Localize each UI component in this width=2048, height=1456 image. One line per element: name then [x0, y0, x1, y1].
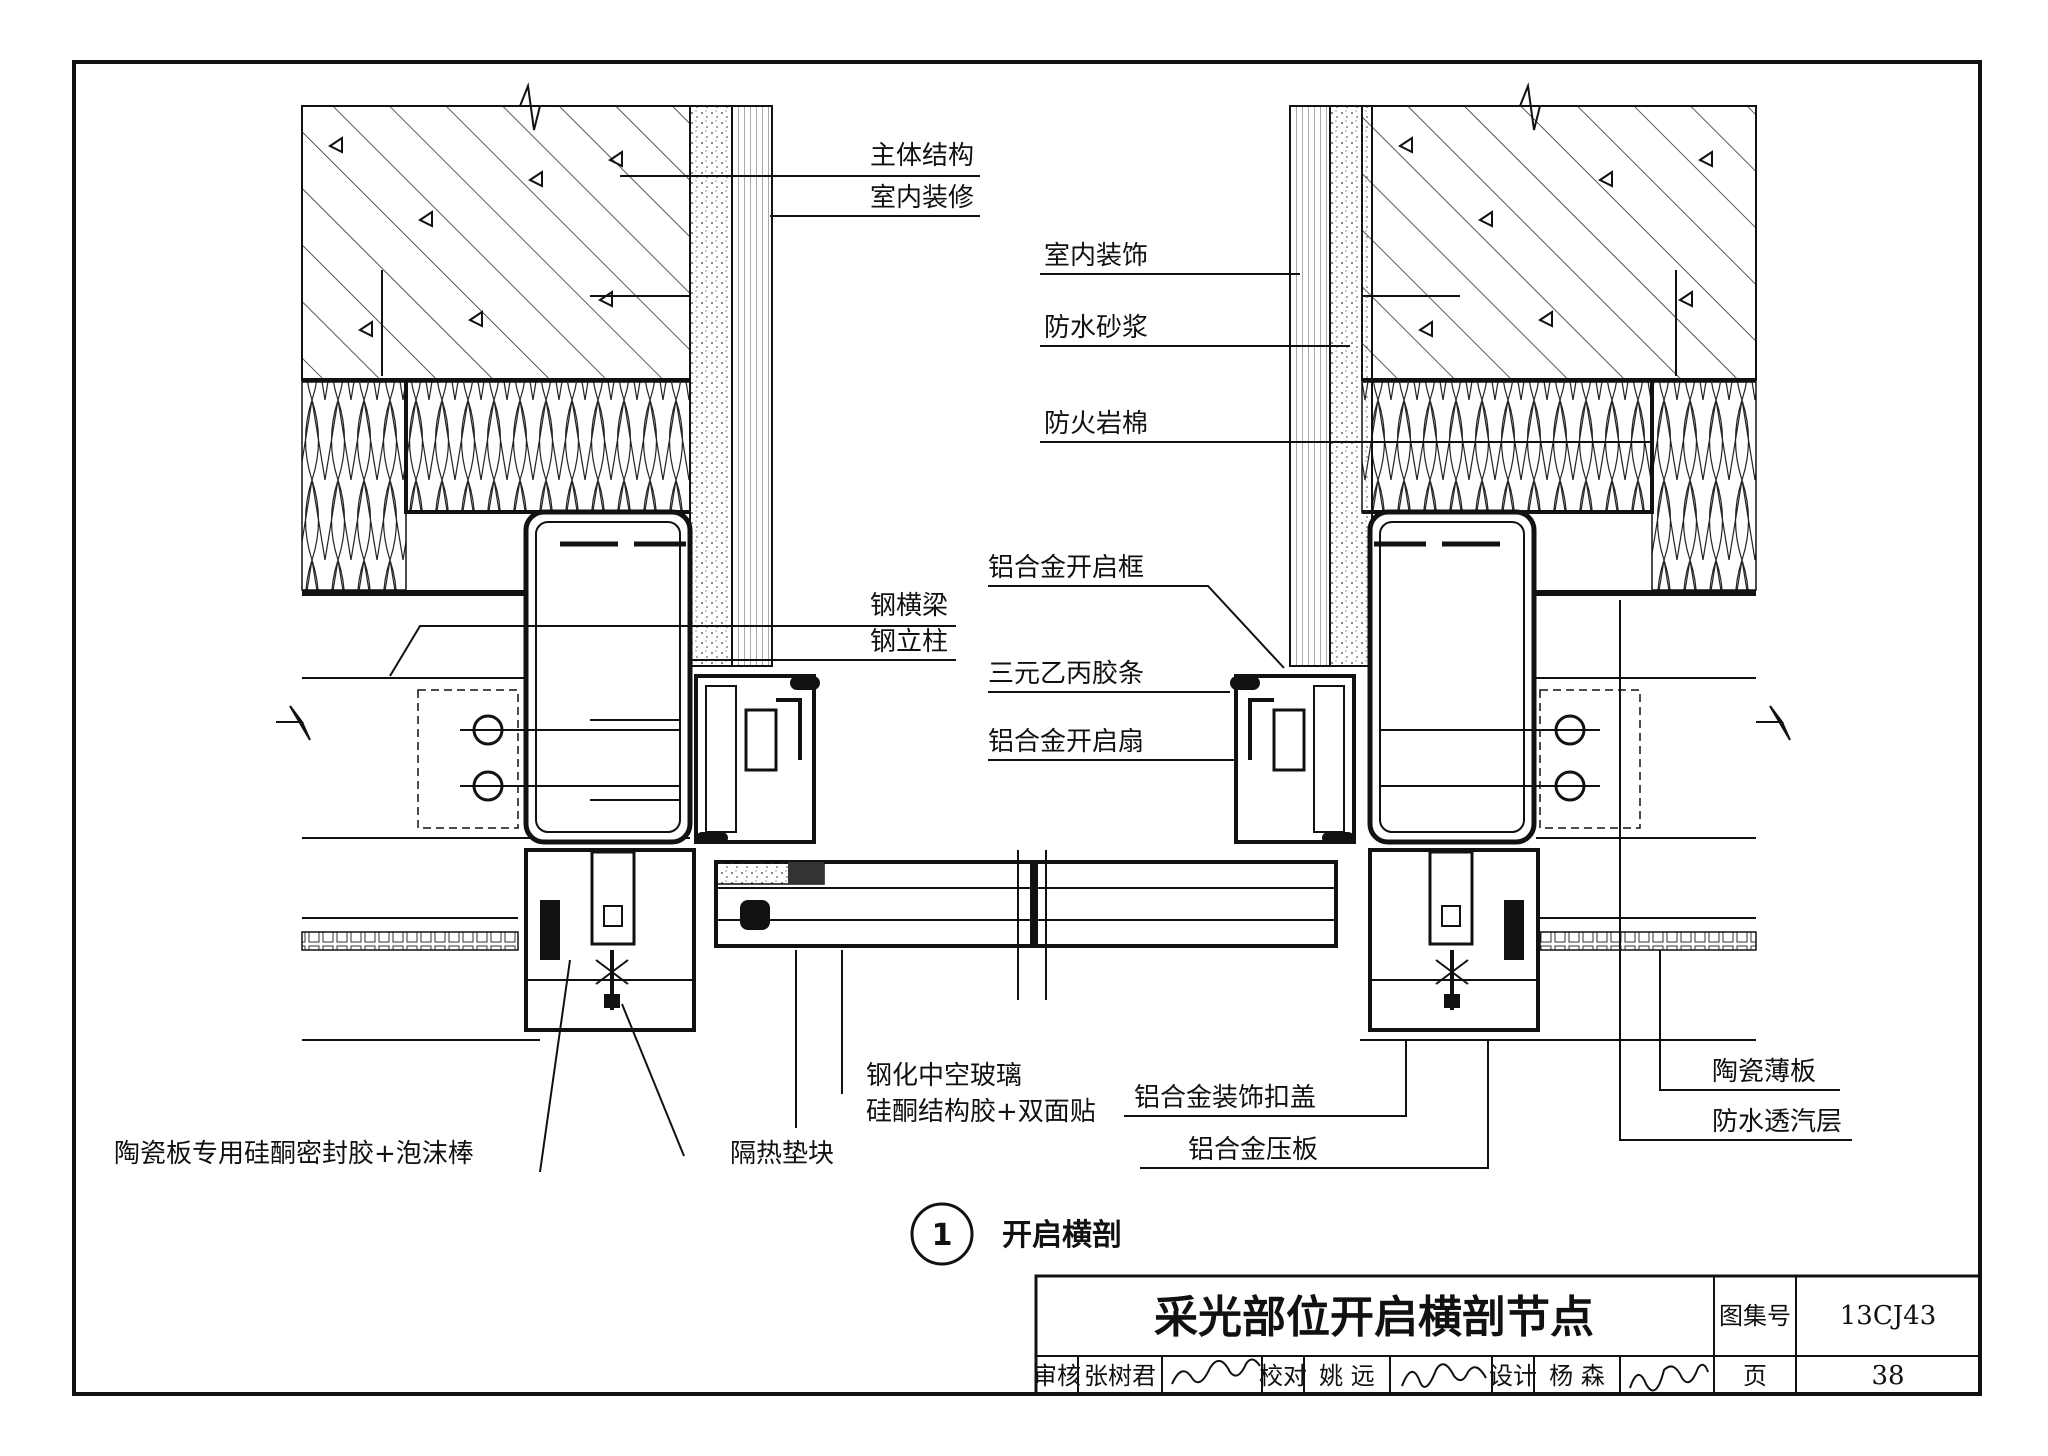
page-label: 页 — [1743, 1362, 1767, 1390]
right-interior-layers — [1289, 105, 1373, 667]
left-interior-layers — [689, 105, 773, 667]
label-steel-column: 钢立柱 — [870, 627, 948, 657]
sheet-border — [72, 60, 1982, 1396]
left-rock-wool — [301, 381, 691, 596]
insulated-glass-unit — [714, 850, 1338, 1000]
label-ceramic-sealant: 陶瓷板专用硅酮密封胶+泡沫棒 — [114, 1139, 474, 1169]
label-interior-finish: 室内装修 — [870, 183, 974, 213]
left-concrete-wall — [301, 82, 691, 382]
label-waterproof-mortar: 防水砂浆 — [1044, 313, 1148, 343]
label-alu-deco-cap: 铝合金装饰扣盖 — [1134, 1083, 1316, 1113]
label-main-structure: 主体结构 — [870, 141, 974, 171]
atlas-label: 图集号 — [1719, 1302, 1791, 1330]
reviewer-name: 张树君 — [1084, 1362, 1156, 1390]
right-steel-beam — [1536, 677, 1791, 839]
detail-caption: 1 开启横剖 — [910, 1202, 1122, 1266]
page-number: 38 — [1871, 1361, 1904, 1391]
reviewer-signature — [1171, 1358, 1261, 1385]
review-label: 审核 — [1033, 1362, 1081, 1390]
detail-title: 开启横剖 — [1002, 1218, 1122, 1253]
label-waterproof-membrane: 防水透汽层 — [1712, 1107, 1842, 1137]
designer-name: 杨 森 — [1549, 1362, 1605, 1390]
label-alu-open-frame: 铝合金开启框 — [988, 553, 1144, 583]
label-thermal-pad: 隔热垫块 — [730, 1139, 834, 1169]
sheet-title: 采光部位开启横剖节点 — [1154, 1292, 1594, 1343]
label-alu-open-sash: 铝合金开启扇 — [988, 727, 1144, 757]
label-fire-rock-wool: 防火岩棉 — [1044, 409, 1148, 439]
check-label: 校对 — [1259, 1362, 1307, 1390]
label-tempered-igu: 钢化中空玻璃 — [866, 1061, 1022, 1091]
design-label: 设计 — [1489, 1362, 1537, 1390]
left-ceramic-cladding — [301, 848, 696, 1041]
label-alu-press-plate: 铝合金压板 — [1188, 1135, 1318, 1165]
detail-number-circle — [910, 1202, 974, 1266]
title-block: 采光部位开启横剖节点 图集号 13CJ43 审核 张树君 校对 姚 远 设计 杨… — [1033, 1274, 1982, 1396]
label-interior-decor: 室内装饰 — [1044, 241, 1148, 271]
callout-labels: 主体结构 室内装修 室内装饰 防水砂浆 防火岩棉 钢横梁 钢立柱 铝合金开启框 … — [114, 141, 1852, 1169]
detail-number: 1 — [932, 1218, 953, 1253]
label-silicone-structural: 硅酮结构胶+双面贴 — [866, 1097, 1096, 1127]
label-steel-beam: 钢横梁 — [870, 591, 948, 621]
right-ceramic-cladding — [1360, 848, 1757, 1041]
label-ceramic-panel: 陶瓷薄板 — [1712, 1057, 1816, 1087]
atlas-number: 13CJ43 — [1840, 1301, 1936, 1331]
left-steel-column — [460, 509, 693, 845]
label-epdm-strip: 三元乙丙胶条 — [988, 659, 1144, 689]
checker-name: 姚 远 — [1319, 1362, 1375, 1390]
left-alu-frame — [694, 674, 820, 844]
designer-signature — [1629, 1363, 1709, 1392]
right-alu-frame — [1230, 674, 1356, 844]
checker-signature — [1401, 1363, 1487, 1388]
right-concrete-wall — [1361, 82, 1757, 382]
right-steel-column — [1367, 509, 1600, 845]
